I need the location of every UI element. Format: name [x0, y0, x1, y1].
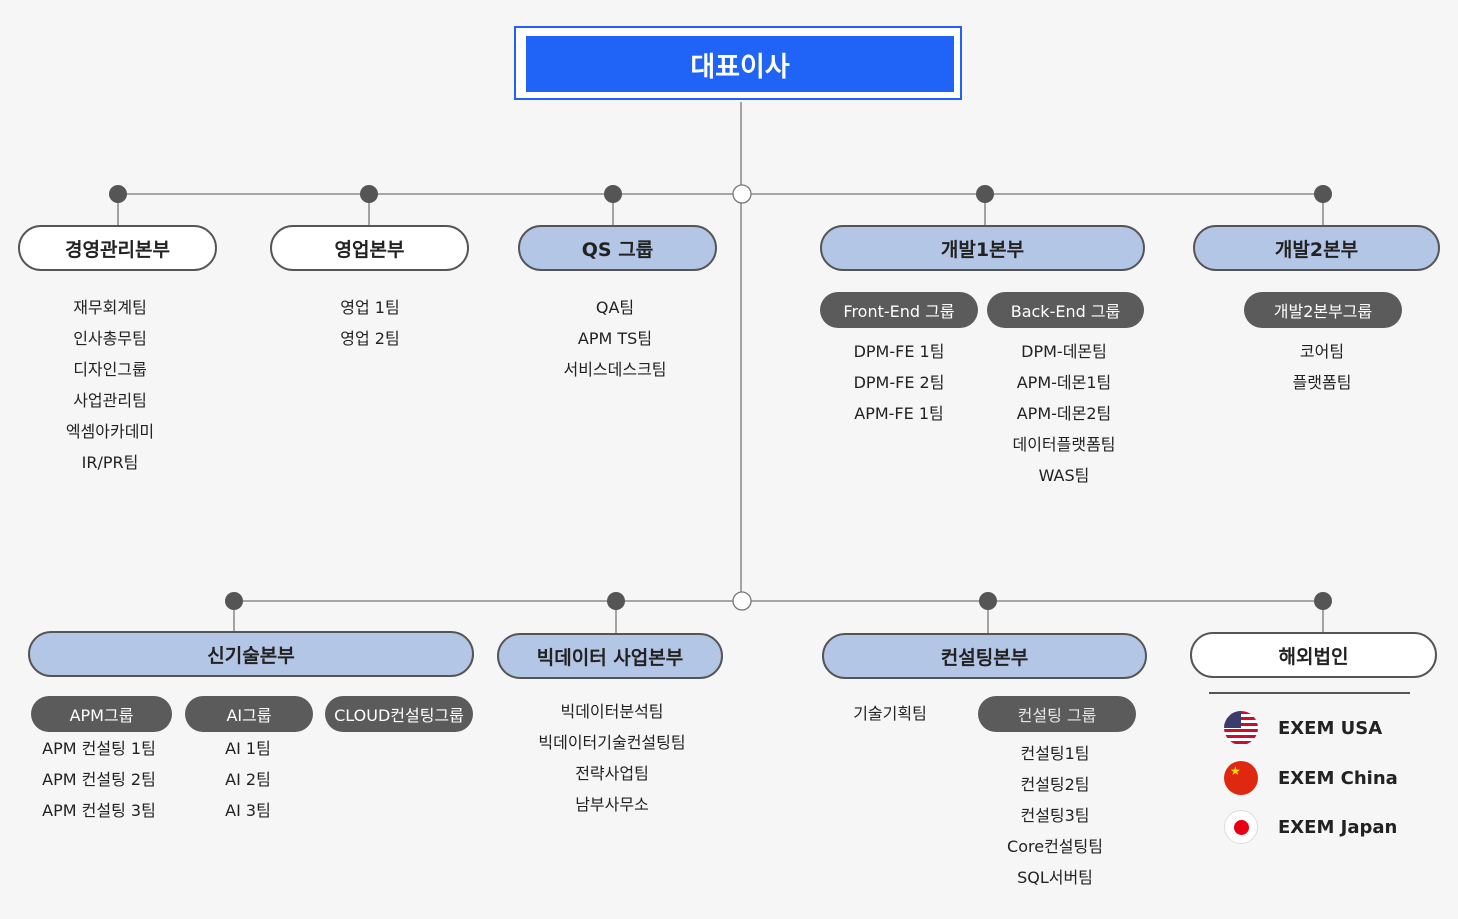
list-item: IR/PR팀: [81, 453, 139, 472]
list-item: 인사총무팀: [73, 329, 147, 348]
list-item: 컨설팅3팀: [1020, 806, 1090, 825]
list-item: 빅데이터분석팀: [560, 702, 664, 721]
china-flag-icon: ★: [1224, 761, 1258, 795]
overseas-entity-japan: EXEM Japan: [1224, 810, 1397, 844]
list-item: 기술기획팀: [853, 704, 927, 723]
list-item: AI 3팀: [225, 801, 271, 820]
list-item: APM 컨설팅 3팀: [42, 801, 156, 820]
dev2-team-list: 코어팀 플랫폼팀: [1243, 336, 1401, 398]
cloud-consulting-group-tag: CLOUD컨설팅그룹: [325, 696, 473, 732]
list-item: Core컨설팅팀: [1007, 837, 1103, 856]
sales-team-list: 영업 1팀 영업 2팀: [290, 292, 450, 354]
japan-flag-icon: [1224, 810, 1258, 844]
list-item: APM 컨설팅 2팀: [42, 770, 156, 789]
list-item: APM-FE 1팀: [854, 404, 944, 423]
apm-team-list: APM 컨설팅 1팀 APM 컨설팅 2팀 APM 컨설팅 3팀: [24, 733, 174, 826]
list-item: 디자인그룹: [73, 360, 147, 379]
list-item: 빅데이터기술컨설팅팀: [538, 733, 686, 752]
overseas-entity-china: ★ EXEM China: [1224, 761, 1398, 795]
list-item: 플랫폼팀: [1292, 373, 1352, 392]
bigdata-division-title: 빅데이터 사업본부: [497, 633, 723, 679]
consulting-group-tag: 컨설팅 그룹: [978, 696, 1136, 732]
list-item: 코어팀: [1299, 342, 1345, 361]
management-team-list: 재무회계팀 인사총무팀 디자인그룹 사업관리팀 엑셈아카데미 IR/PR팀: [30, 292, 190, 478]
bigdata-team-list: 빅데이터분석팀 빅데이터기술컨설팅팀 전략사업팀 남부사무소: [520, 696, 704, 820]
overseas-entity-usa: EXEM USA: [1224, 711, 1382, 745]
list-item: QA팀: [595, 298, 635, 317]
front-end-team-list: DPM-FE 1팀 DPM-FE 2팀 APM-FE 1팀: [820, 336, 978, 429]
back-end-group-tag: Back-End 그룹: [987, 292, 1144, 328]
list-item: 영업 1팀: [340, 298, 400, 317]
apm-group-tag: APM그룹: [31, 696, 172, 732]
list-item: SQL서버팀: [1017, 868, 1093, 887]
list-item: AI 1팀: [225, 739, 271, 758]
list-item: 엑셈아카데미: [65, 422, 155, 441]
usa-flag-icon: [1224, 711, 1258, 745]
list-item: APM 컨설팅 1팀: [42, 739, 156, 758]
qs-team-list: QA팀 APM TS팀 서비스데스크팀: [535, 292, 695, 385]
list-item: DPM-FE 2팀: [853, 373, 945, 392]
list-item: 컨설팅2팀: [1020, 775, 1090, 794]
list-item: 남부사무소: [575, 795, 649, 814]
dev2-division-title: 개발2본부: [1193, 225, 1440, 271]
dev1-division-title: 개발1본부: [820, 225, 1145, 271]
list-item: APM-데몬1팀: [1016, 373, 1112, 392]
overseas-division-title: 해외법인: [1190, 632, 1437, 678]
ai-team-list: AI 1팀 AI 2팀 AI 3팀: [188, 733, 308, 826]
list-item: 사업관리팀: [73, 391, 147, 410]
list-item: 영업 2팀: [340, 329, 400, 348]
entity-name: EXEM Japan: [1278, 816, 1398, 838]
back-end-team-list: DPM-데몬팀 APM-데몬1팀 APM-데몬2팀 데이터플랫폼팀 WAS팀: [985, 336, 1143, 491]
entity-name: EXEM China: [1278, 767, 1398, 789]
list-item: 컨설팅1팀: [1020, 744, 1090, 763]
newtech-division-title: 신기술본부: [28, 631, 474, 677]
ceo-box: 대표이사: [526, 36, 954, 92]
consulting-division-title: 컨설팅본부: [822, 633, 1147, 679]
list-item: DPM-데몬팀: [1021, 342, 1107, 361]
sales-division-title: 영업본부: [270, 225, 469, 271]
list-item: 재무회계팀: [73, 298, 147, 317]
ai-group-tag: AI그룹: [185, 696, 313, 732]
dev2-group-tag: 개발2본부그룹: [1244, 292, 1402, 328]
list-item: 전략사업팀: [575, 764, 649, 783]
planning-team-list: 기술기획팀: [830, 698, 950, 729]
list-item: 서비스데스크팀: [563, 360, 667, 379]
management-division-title: 경영관리본부: [18, 225, 217, 271]
qs-group-title: QS 그룹: [518, 225, 717, 271]
list-item: APM TS팀: [577, 329, 653, 348]
front-end-group-tag: Front-End 그룹: [820, 292, 978, 328]
consulting-team-list: 컨설팅1팀 컨설팅2팀 컨설팅3팀 Core컨설팅팀 SQL서버팀: [975, 738, 1135, 893]
list-item: APM-데몬2팀: [1016, 404, 1112, 423]
list-item: AI 2팀: [225, 770, 271, 789]
list-item: WAS팀: [1038, 466, 1090, 485]
list-item: 데이터플랫폼팀: [1012, 435, 1116, 454]
list-item: DPM-FE 1팀: [853, 342, 945, 361]
entity-name: EXEM USA: [1278, 717, 1383, 739]
